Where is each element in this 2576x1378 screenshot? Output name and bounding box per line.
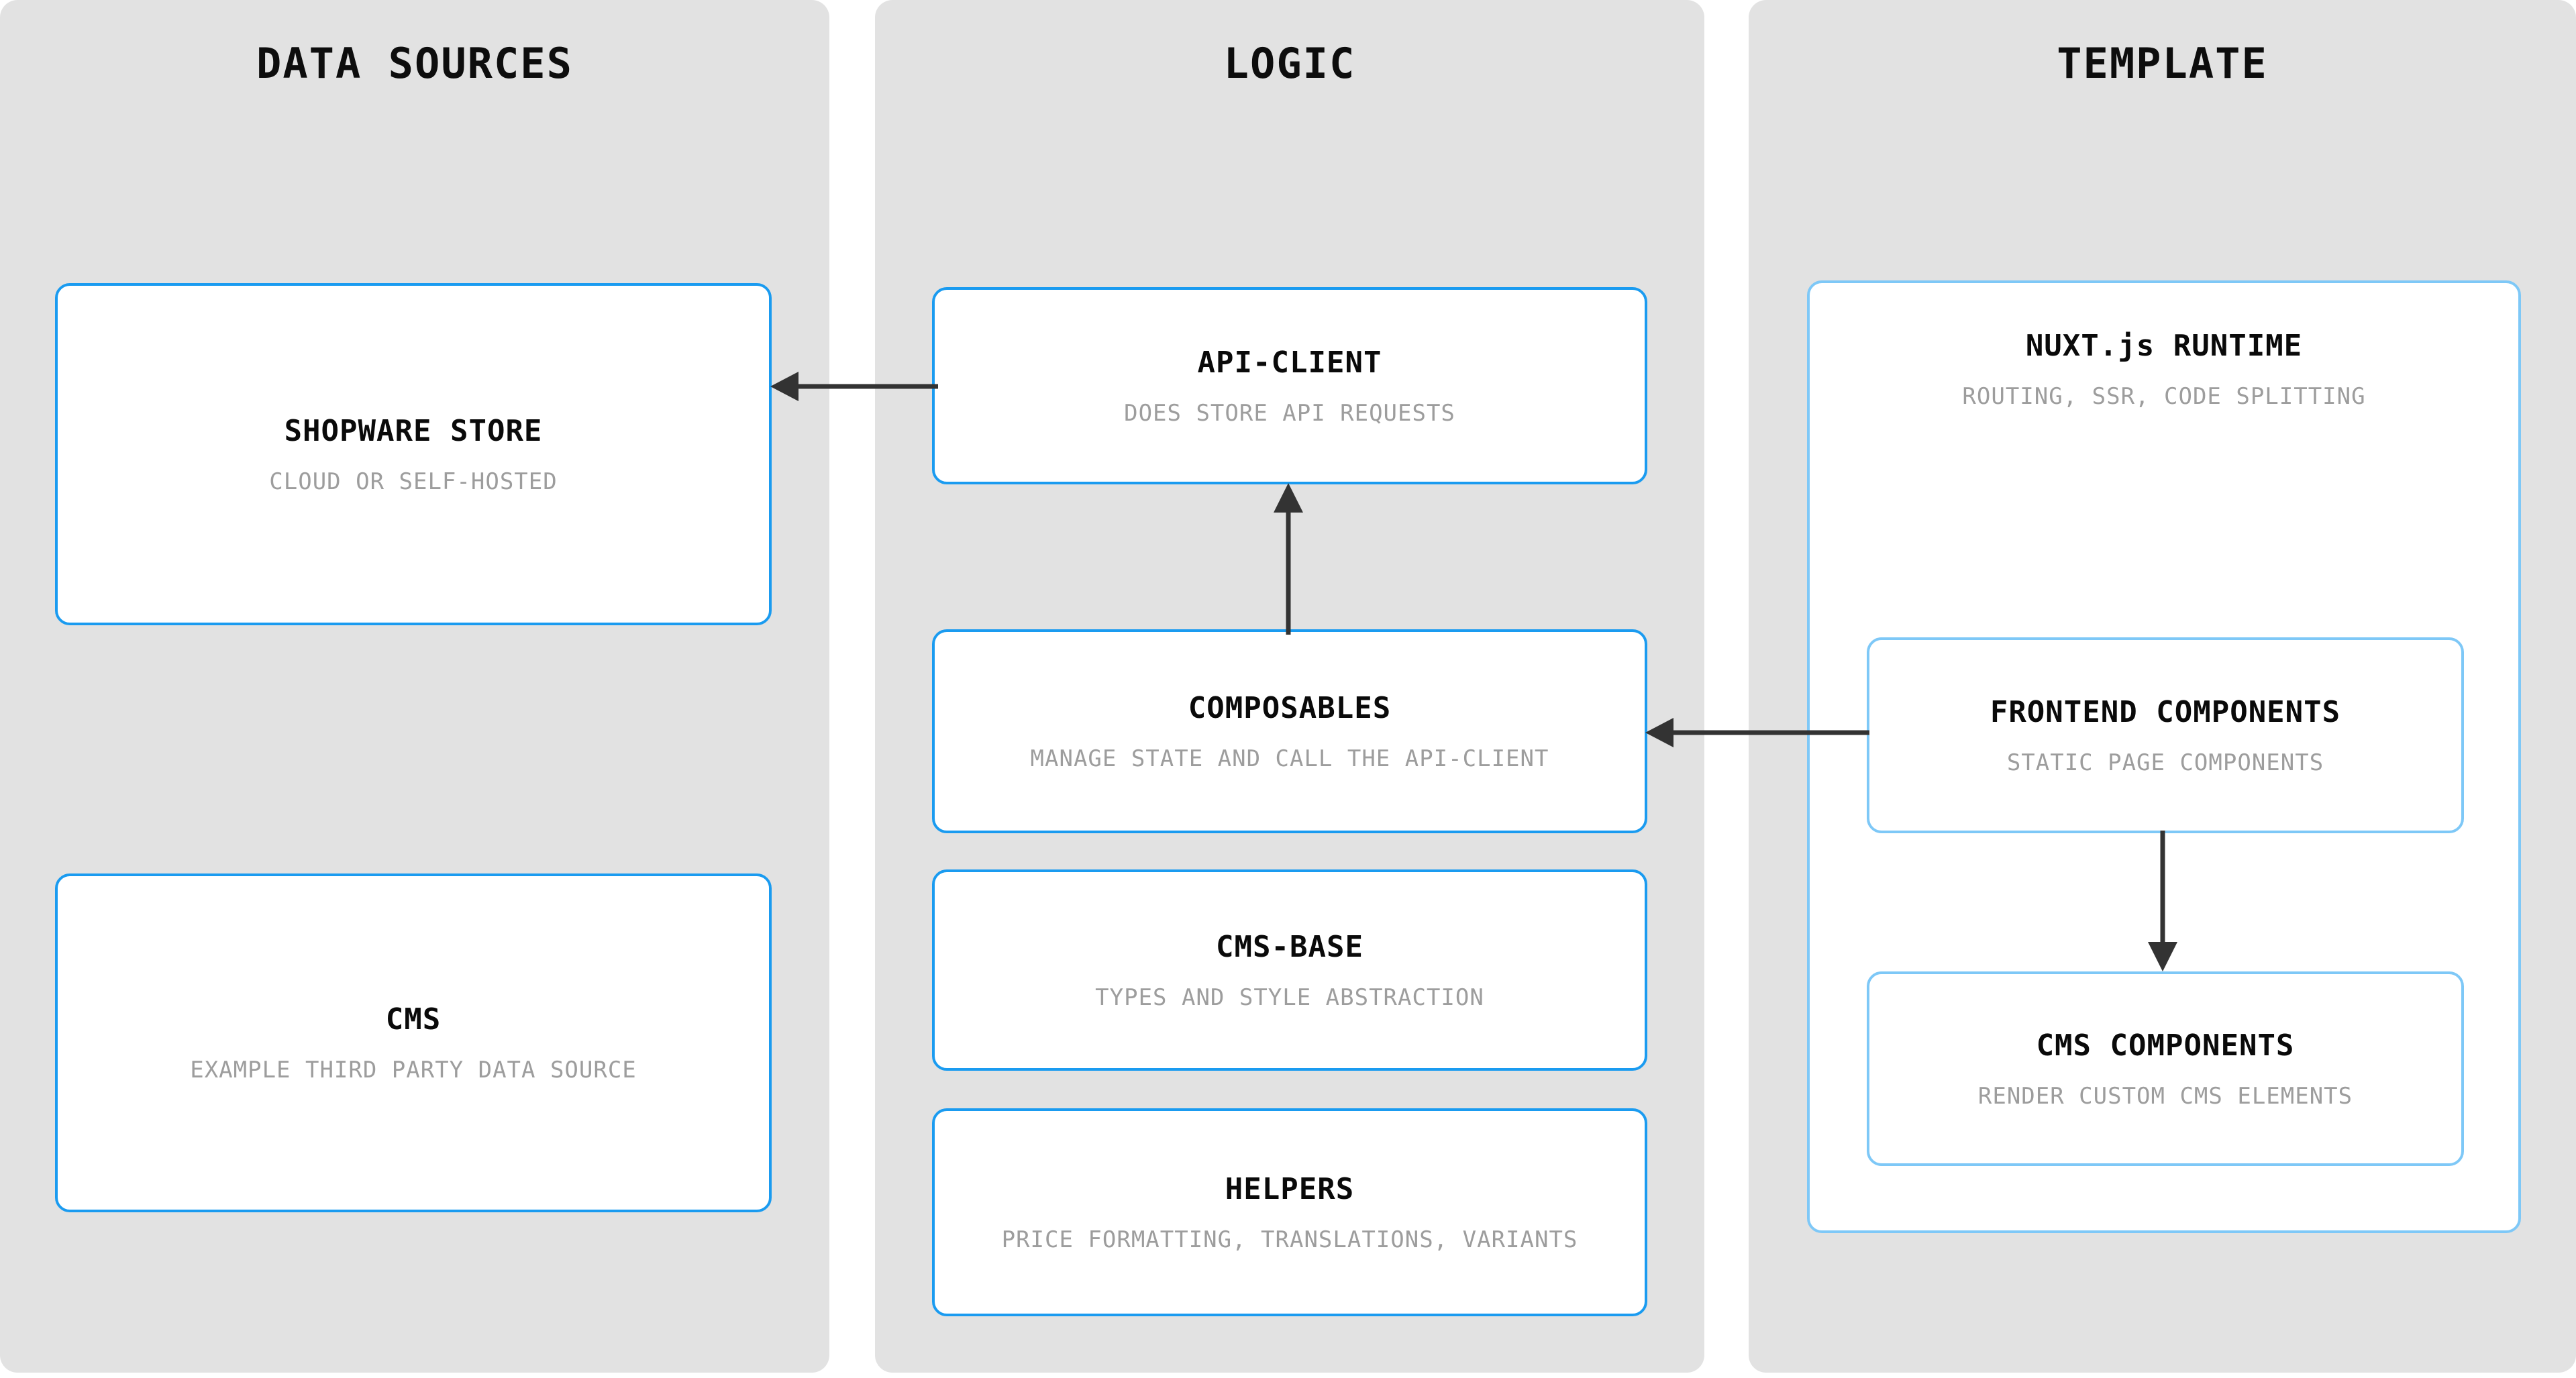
node-title-cms-base: CMS-BASE: [1216, 929, 1363, 964]
node-subtitle-composables: MANAGE STATE AND CALL THE API-CLIENT: [1030, 745, 1549, 772]
node-title-composables: COMPOSABLES: [1188, 690, 1392, 725]
node-subtitle-frontend-components: STATIC PAGE COMPONENTS: [2006, 749, 2324, 776]
column-title-logic: LOGIC: [1223, 39, 1356, 88]
node-subtitle-helpers: PRICE FORMATTING, TRANSLATIONS, VARIANTS: [1001, 1226, 1578, 1253]
node-title-cms-components: CMS COMPONENTS: [2036, 1028, 2295, 1063]
node-cms-components[interactable]: CMS COMPONENTS RENDER CUSTOM CMS ELEMENT…: [1867, 971, 2464, 1166]
node-helpers[interactable]: HELPERS PRICE FORMATTING, TRANSLATIONS, …: [932, 1108, 1647, 1316]
node-composables[interactable]: COMPOSABLES MANAGE STATE AND CALL THE AP…: [932, 629, 1647, 833]
node-subtitle-shopware-store: CLOUD OR SELF-HOSTED: [269, 468, 558, 495]
node-title-nuxt-runtime: NUXT.js RUNTIME: [2025, 329, 2303, 363]
node-subtitle-api-client: DOES STORE API REQUESTS: [1124, 399, 1455, 427]
node-title-shopware-store: SHOPWARE STORE: [284, 413, 543, 448]
node-cms-base[interactable]: CMS-BASE TYPES AND STYLE ABSTRACTION: [932, 869, 1647, 1071]
node-title-frontend-components: FRONTEND COMPONENTS: [1990, 694, 2341, 729]
node-frontend-components[interactable]: FRONTEND COMPONENTS STATIC PAGE COMPONEN…: [1867, 637, 2464, 833]
node-shopware-store[interactable]: SHOPWARE STORE CLOUD OR SELF-HOSTED: [55, 283, 772, 625]
node-title-helpers: HELPERS: [1225, 1171, 1355, 1206]
node-title-api-client: API-CLIENT: [1197, 345, 1382, 380]
node-subtitle-cms-components: RENDER CUSTOM CMS ELEMENTS: [1977, 1082, 2353, 1110]
node-subtitle-cms: EXAMPLE THIRD PARTY DATA SOURCE: [190, 1057, 637, 1083]
node-cms[interactable]: CMS EXAMPLE THIRD PARTY DATA SOURCE: [55, 873, 772, 1212]
node-api-client[interactable]: API-CLIENT DOES STORE API REQUESTS: [932, 287, 1647, 484]
node-subtitle-cms-base: TYPES AND STYLE ABSTRACTION: [1095, 984, 1484, 1011]
node-subtitle-nuxt-runtime: ROUTING, SSR, CODE SPLITTING: [1962, 383, 2366, 410]
column-title-data-sources: DATA SOURCES: [256, 39, 573, 88]
node-title-cms: CMS: [385, 1002, 442, 1037]
column-title-template: TEMPLATE: [2057, 39, 2268, 88]
